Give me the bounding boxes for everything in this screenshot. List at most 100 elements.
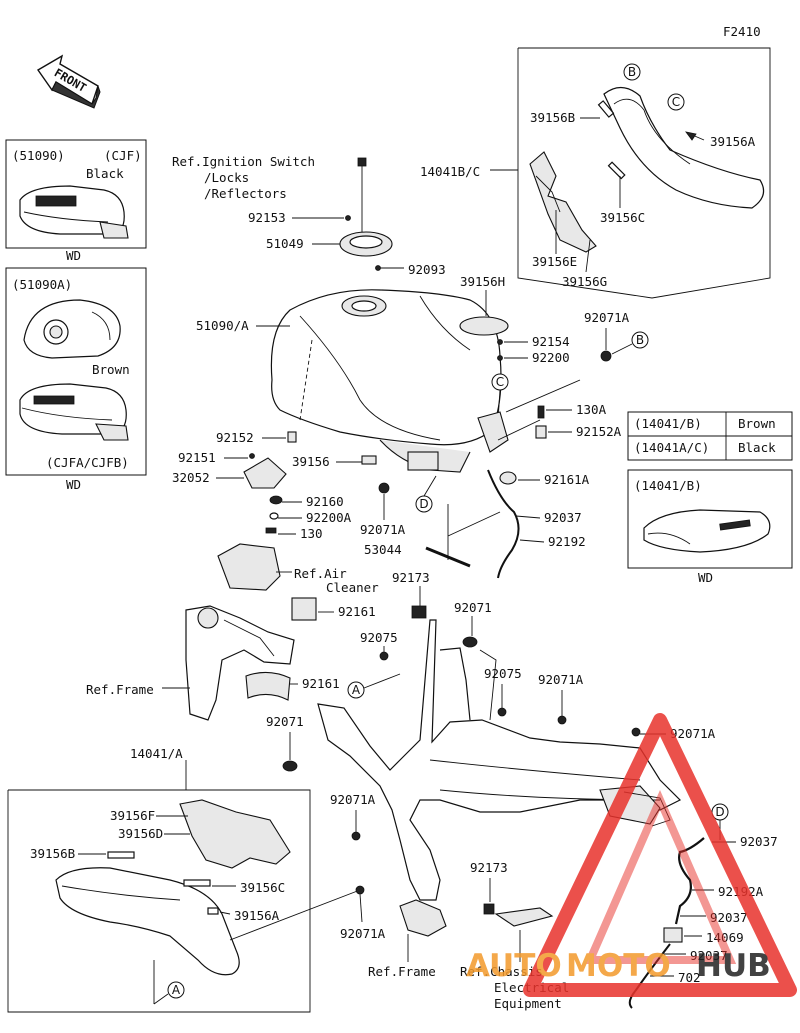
callout-d-mid: D — [415, 495, 433, 513]
label-39156a-top: 39156A — [710, 134, 756, 149]
label-92153: 92153 — [248, 210, 286, 225]
cover-detail-code: (14041/B) — [634, 478, 702, 493]
watermark-part3: HUB — [696, 948, 771, 984]
label-14041a: 14041/A — [130, 746, 183, 761]
label-92071a-top: 92071A — [584, 310, 630, 325]
variant-cjfa-color: Brown — [92, 362, 130, 377]
bracket-chassis-icon — [494, 907, 554, 927]
label-702: 702 — [678, 970, 701, 985]
label-39156b-top: 39156B — [530, 110, 575, 125]
label-92075-2: 92075 — [484, 666, 522, 681]
callout-a-mid: A — [347, 681, 365, 699]
label-ref-frame-2: Ref.Frame — [368, 964, 436, 979]
cover-detail-box: (14041/B) — [627, 469, 793, 569]
label-92161a: 92161A — [544, 472, 590, 487]
variant-cjf-box: (51090) (CJF) Black — [5, 139, 147, 249]
label-39156f: 39156F — [110, 808, 155, 823]
label-32052: 32052 — [172, 470, 210, 485]
label-92071a-6: 92071A — [340, 926, 386, 941]
variant-cjf-model: (CJF) — [104, 148, 142, 163]
variant-cjfa-region: WD — [66, 477, 81, 492]
figure-code: F2410 — [723, 24, 761, 39]
svg-text:B: B — [628, 65, 636, 79]
label-92071a-4: 92071A — [670, 726, 716, 741]
label-ref-chassis-3: Equipment — [494, 996, 562, 1011]
label-92160: 92160 — [306, 494, 344, 509]
label-92071-1: 92071 — [454, 600, 492, 615]
lower-cover-box — [7, 760, 311, 1013]
tank-badge-icon — [35, 195, 77, 207]
variant-cjfa-box: (51090A) Brown (CJFA/CJFB) — [5, 267, 147, 476]
label-ref-air-2: Cleaner — [326, 580, 379, 595]
label-92093: 92093 — [408, 262, 446, 277]
air-cleaner-bracket-icon — [217, 543, 281, 591]
label-39156e: 39156E — [532, 254, 577, 269]
bolt-icon — [357, 157, 367, 167]
label-ref-air-1: Ref.Air — [294, 566, 347, 581]
callout-a-bottom: A — [167, 981, 185, 999]
color-table: (14041/B) Brown (14041A/C) Black — [627, 411, 793, 461]
label-39156g: 39156G — [562, 274, 607, 289]
label-92200a: 92200A — [306, 510, 352, 525]
watermark-part1: AUTO — [466, 948, 562, 984]
label-92173-top: 92173 — [392, 570, 430, 585]
variant-cjf-region: WD — [66, 248, 81, 263]
label-92161-1: 92161 — [338, 604, 376, 619]
label-92154: 92154 — [532, 334, 570, 349]
label-ref-frame-1: Ref.Frame — [86, 682, 154, 697]
label-92173-bot: 92173 — [470, 860, 508, 875]
label-92071a-mid: 92071A — [360, 522, 406, 537]
label-ref-chassis-1: Ref.Chassis — [460, 964, 543, 979]
label-51090a: 51090/A — [196, 318, 249, 333]
svg-text:C: C — [496, 375, 504, 389]
label-92200: 92200 — [532, 350, 570, 365]
label-92037-right: 92037 — [740, 834, 778, 849]
label-92071a-3: 92071A — [538, 672, 584, 687]
variant-cjf-code: (51090) — [12, 148, 65, 163]
label-92152a: 92152A — [576, 424, 622, 439]
table-row-1-part: (14041/B) — [634, 416, 702, 431]
label-53044: 53044 — [364, 542, 402, 557]
label-39156c-top: 39156C — [600, 210, 645, 225]
label-92037-mid: 92037 — [544, 510, 582, 525]
label-39156a-bot: 39156A — [234, 908, 280, 923]
pad-39156h-icon — [459, 316, 509, 336]
variant-cjfa-code: (51090A) — [12, 277, 72, 292]
label-92161-2: 92161 — [302, 676, 340, 691]
label-39156h: 39156H — [460, 274, 505, 289]
svg-text:B: B — [636, 333, 644, 347]
label-92071a-5: 92071A — [330, 792, 376, 807]
svg-text:A: A — [352, 683, 361, 697]
label-130: 130 — [300, 526, 323, 541]
label-39156d: 39156D — [118, 826, 163, 841]
svg-text:D: D — [419, 497, 428, 511]
variant-cjf-color: Black — [86, 166, 124, 181]
label-ref-ignition-1: Ref.Ignition Switch — [172, 154, 315, 169]
table-row-2-part: (14041A/C) — [634, 440, 709, 455]
label-39156: 39156 — [292, 454, 330, 469]
table-row-2-color: Black — [738, 440, 776, 455]
svg-text:C: C — [672, 95, 680, 109]
label-51049: 51049 — [266, 236, 304, 251]
table-row-1-color: Brown — [738, 416, 776, 431]
label-92152: 92152 — [216, 430, 254, 445]
bracket-32052-icon — [243, 457, 287, 489]
callout-b-top: B — [623, 63, 641, 81]
callout-b-mid: B — [631, 331, 649, 349]
label-ref-ignition-2: /Locks — [204, 170, 249, 185]
label-130a: 130A — [576, 402, 607, 417]
cover-detail-region: WD — [698, 570, 713, 585]
label-92192: 92192 — [548, 534, 586, 549]
svg-text:A: A — [172, 983, 181, 997]
label-39156b-bot: 39156B — [30, 846, 75, 861]
label-ref-ignition-3: /Reflectors — [204, 186, 287, 201]
label-92075-1: 92075 — [360, 630, 398, 645]
front-arrow-icon: FRONT — [36, 54, 101, 109]
label-92151: 92151 — [178, 450, 216, 465]
label-92071-2: 92071 — [266, 714, 304, 729]
svg-text:D: D — [715, 805, 724, 819]
callout-c-mid: C — [491, 373, 509, 391]
tank-badge-icon-2 — [33, 395, 75, 405]
label-92037-r2: 92037 — [710, 910, 748, 925]
